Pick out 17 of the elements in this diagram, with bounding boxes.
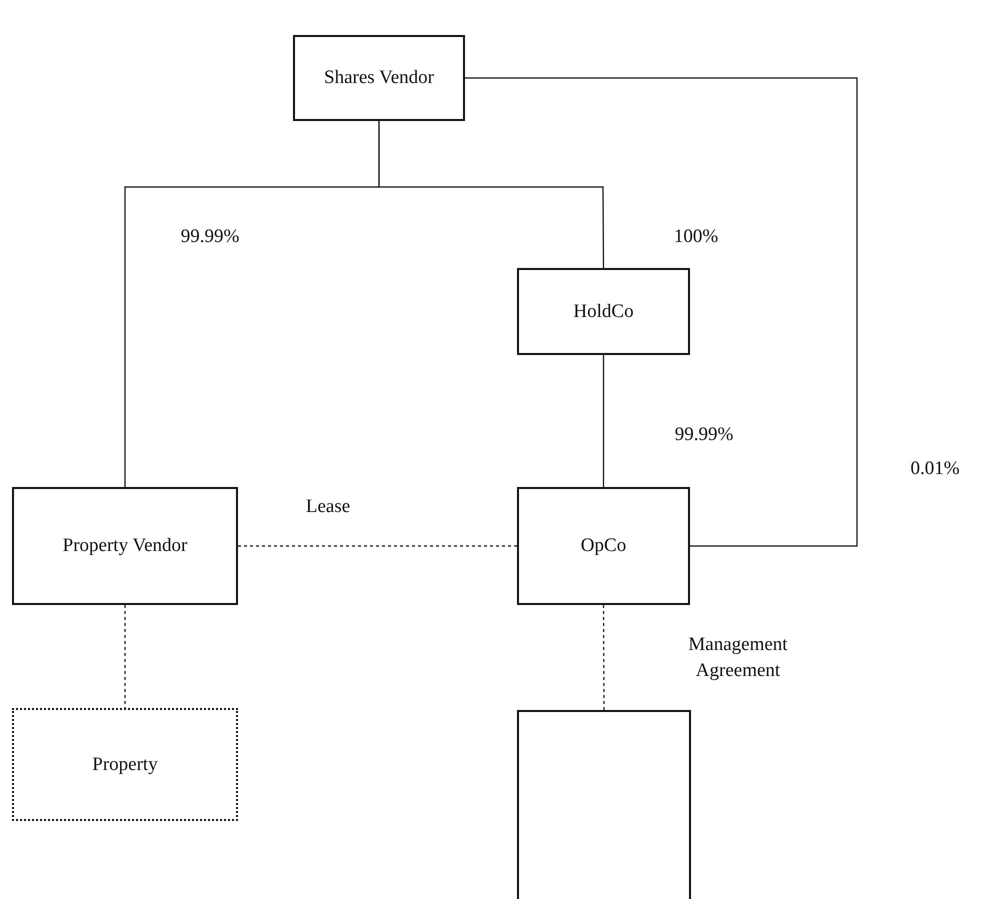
box bbox=[517, 710, 691, 899]
connector-line bbox=[602, 355, 604, 487]
dotted-entity-box bbox=[12, 708, 238, 821]
entity-box bbox=[517, 487, 690, 605]
dashed-connector bbox=[238, 545, 517, 547]
dashed-connector bbox=[602, 605, 605, 710]
connector-line bbox=[465, 77, 858, 547]
entity-name: Shares Vendor bbox=[324, 66, 434, 90]
entity-box bbox=[12, 487, 238, 605]
entity-name: HoldCo bbox=[573, 300, 634, 324]
entity-name: Property Vendor bbox=[62, 534, 188, 558]
entity-box bbox=[517, 268, 690, 355]
entity-name: OpCo bbox=[580, 534, 626, 558]
connector-line bbox=[378, 121, 604, 268]
entity-name: Property bbox=[92, 752, 158, 777]
entity-box bbox=[293, 35, 465, 121]
dashed-connector bbox=[124, 605, 126, 708]
